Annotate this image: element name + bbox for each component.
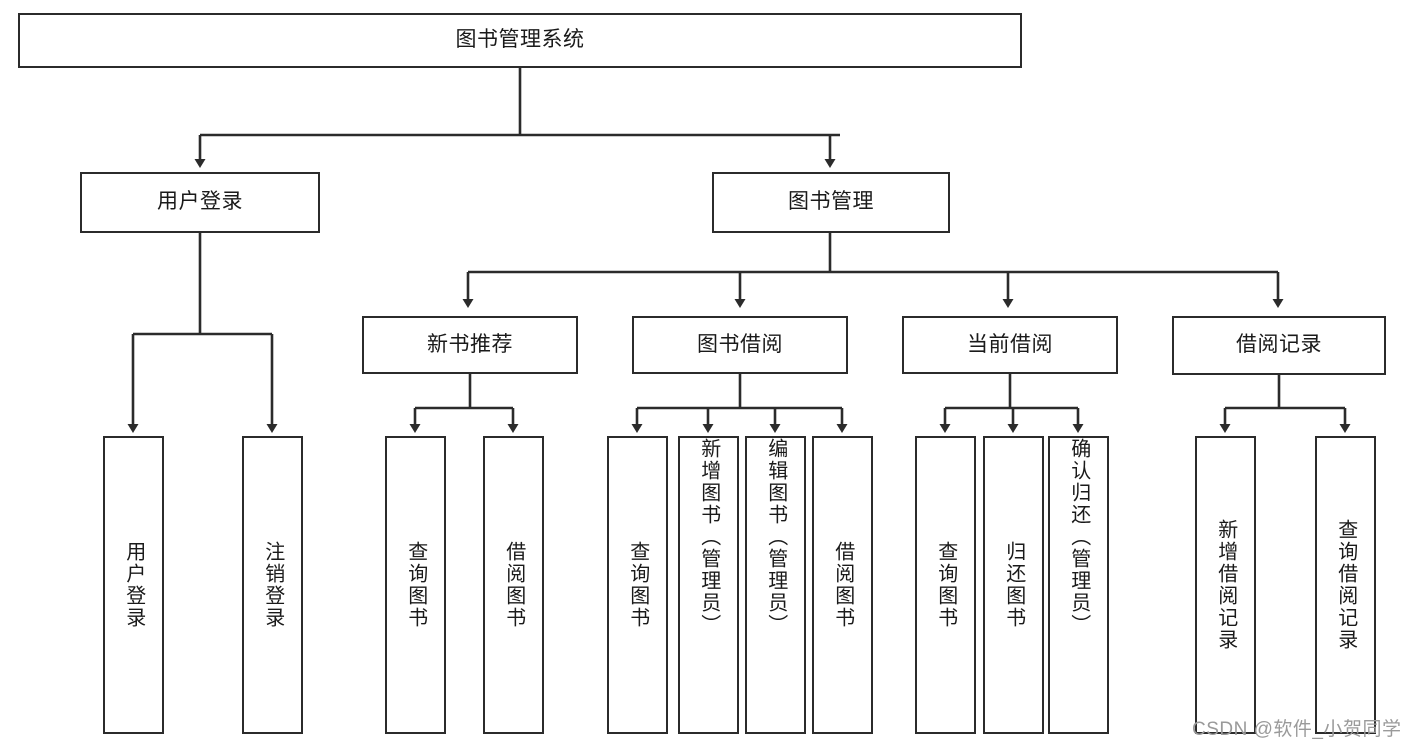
node-book-management[interactable]: 图书管理 (712, 172, 950, 233)
node-label: 当前借阅 (967, 332, 1053, 356)
node-label: 新增图书（管理员） (697, 438, 720, 636)
node-label: 编辑图书（管理员） (764, 438, 787, 636)
node-user-login[interactable]: 用户登录 (80, 172, 320, 233)
node-new-book-recommend[interactable]: 新书推荐 (362, 316, 578, 374)
leaf-return-book[interactable]: 归还图书 (983, 436, 1044, 734)
node-label: 用户登录 (122, 541, 145, 629)
node-label: 注销登录 (261, 541, 284, 629)
node-label: 借阅记录 (1236, 333, 1322, 357)
leaf-borrow-book[interactable]: 借阅图书 (812, 436, 873, 734)
node-label: 新书推荐 (427, 332, 513, 356)
leaf-user-login[interactable]: 用户登录 (103, 436, 164, 734)
leaf-add-book-admin[interactable]: 新增图书（管理员） (678, 436, 739, 734)
node-label: 查询借阅记录 (1334, 519, 1357, 651)
watermark-text: CSDN @软件_小贺同学 (1192, 719, 1402, 740)
leaf-confirm-return-admin[interactable]: 确认归还（管理员） (1048, 436, 1109, 734)
leaf-borrow-book-recommend[interactable]: 借阅图书 (483, 436, 544, 734)
node-label: 查询图书 (626, 541, 649, 629)
node-label: 图书管理 (788, 190, 874, 214)
node-book-borrow[interactable]: 图书借阅 (632, 316, 848, 374)
leaf-query-book-borrow[interactable]: 查询图书 (607, 436, 668, 734)
leaf-query-book-current[interactable]: 查询图书 (915, 436, 976, 734)
node-label: 归还图书 (1002, 541, 1025, 629)
node-label: 用户登录 (157, 190, 243, 214)
leaf-query-borrow-record[interactable]: 查询借阅记录 (1315, 436, 1376, 734)
node-label: 新增借阅记录 (1214, 519, 1237, 651)
node-label: 借阅图书 (502, 541, 525, 629)
leaf-add-borrow-record[interactable]: 新增借阅记录 (1195, 436, 1256, 734)
leaf-query-book-recommend[interactable]: 查询图书 (385, 436, 446, 734)
node-root-system[interactable]: 图书管理系统 (18, 13, 1022, 68)
node-label: 图书管理系统 (455, 28, 585, 52)
node-current-borrow[interactable]: 当前借阅 (902, 316, 1118, 374)
node-label: 查询图书 (934, 541, 957, 629)
node-label: 图书借阅 (697, 332, 783, 356)
leaf-logout-login[interactable]: 注销登录 (242, 436, 303, 734)
node-label: 确认归还（管理员） (1067, 438, 1090, 636)
node-label: 查询图书 (404, 541, 427, 629)
node-borrow-record[interactable]: 借阅记录 (1172, 316, 1386, 375)
node-label: 借阅图书 (831, 541, 854, 629)
leaf-edit-book-admin[interactable]: 编辑图书（管理员） (745, 436, 806, 734)
